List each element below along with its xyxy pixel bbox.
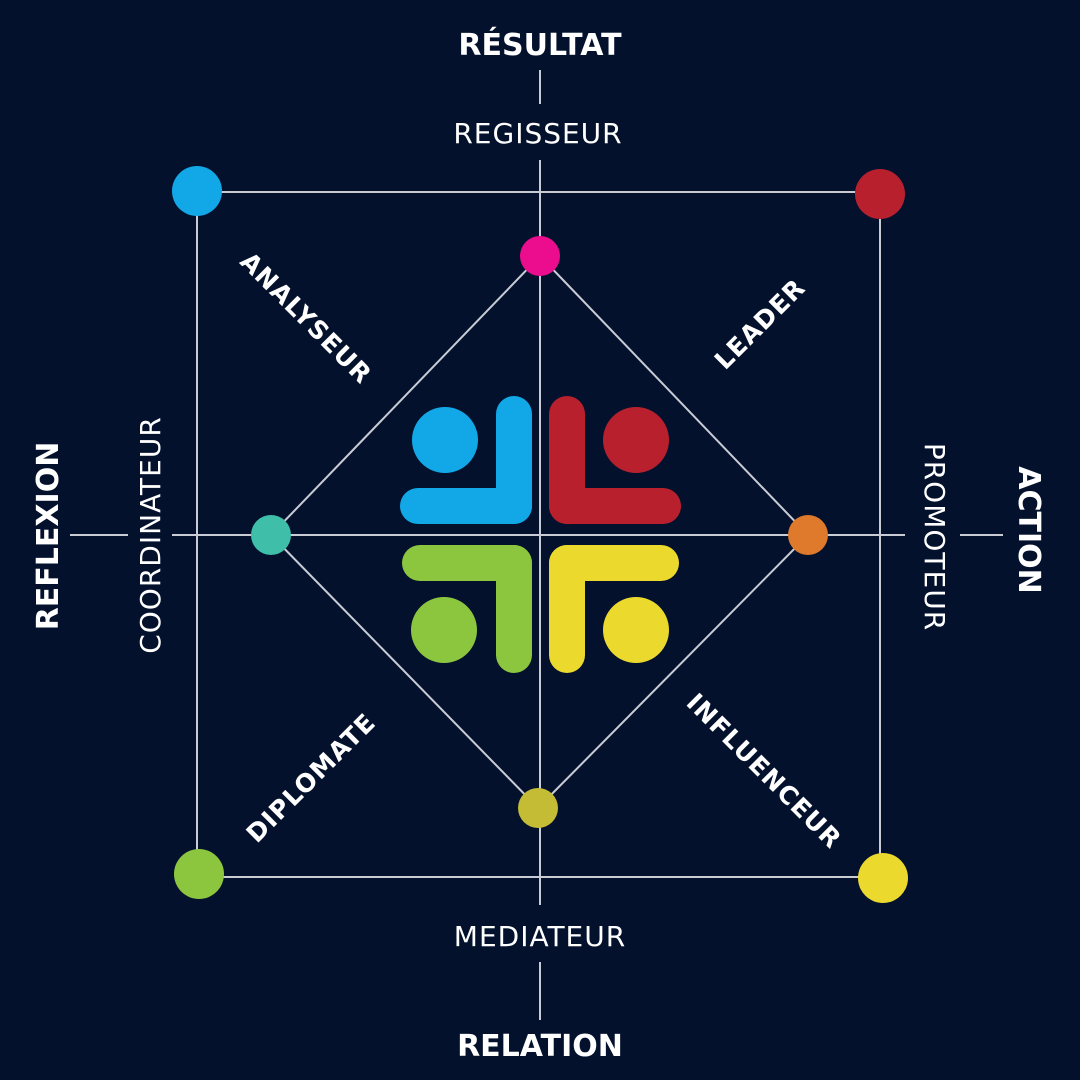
axis-label-right: ACTION [1011, 466, 1046, 593]
diamond-dot-right [788, 515, 828, 555]
role-label-bottom-left: DIPLOMATE [241, 708, 382, 849]
axis-label-top: RÉSULTAT [458, 27, 622, 63]
axis-label-bottom: RELATION [457, 1029, 623, 1064]
logo-yellow-head [603, 597, 669, 663]
role-label-bottom: MEDIATEUR [454, 920, 626, 953]
corner-dot-top-right [855, 169, 905, 219]
role-label-top-left: ANALYSEUR [234, 246, 377, 389]
diamond-bottom-right-edge [537, 534, 809, 809]
logo-red-horizontal-arm [549, 488, 681, 524]
corner-dot-bottom-left [174, 849, 224, 899]
logo-green-head [411, 597, 477, 663]
role-label-bottom-right: INFLUENCEUR [681, 688, 848, 855]
axis-label-left: REFLEXION [31, 442, 66, 631]
logo-red-head [603, 407, 669, 473]
corner-dot-top-left [172, 166, 222, 216]
logo-blue-horizontal-arm [400, 488, 532, 524]
diamond-bottom-left-edge [270, 534, 539, 809]
central-logo [400, 396, 681, 673]
role-label-top-right: LEADER [709, 273, 811, 375]
diamond-dot-left [251, 515, 291, 555]
diamond-top-left-edge [270, 255, 541, 536]
diamond-dot-bottom [518, 788, 558, 828]
role-label-right: PROMOTEUR [918, 443, 951, 631]
logo-green-vertical-arm [496, 545, 532, 673]
logo-yellow-vertical-arm [549, 545, 585, 673]
corner-dot-bottom-right [858, 853, 908, 903]
diamond-top-right-edge [539, 255, 809, 536]
logo-blue-head [412, 407, 478, 473]
diamond-dot-top [520, 236, 560, 276]
role-label-left: COORDINATEUR [134, 416, 167, 654]
role-label-top: REGISSEUR [453, 117, 622, 150]
